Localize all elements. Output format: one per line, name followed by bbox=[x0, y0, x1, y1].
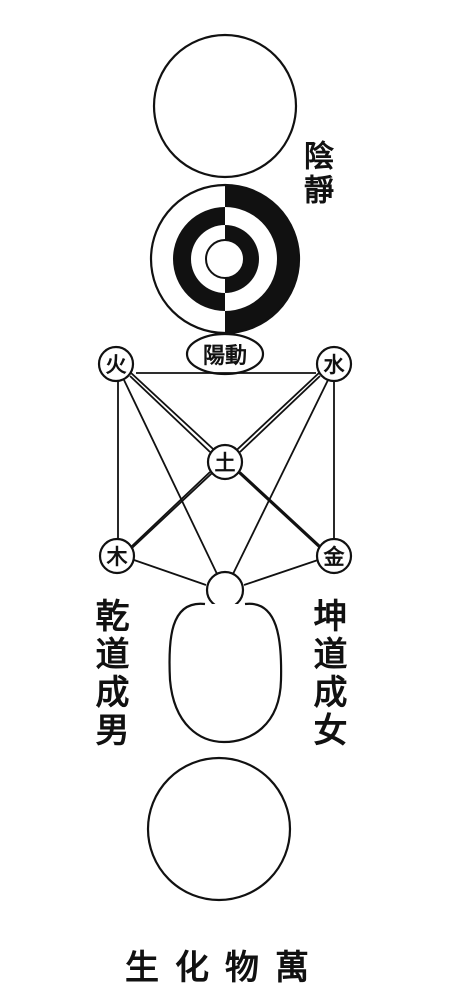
fire-circle bbox=[97, 345, 135, 383]
yang-dong-ellipse bbox=[185, 332, 265, 376]
kun-dao-label: 坤道成女 bbox=[307, 598, 347, 750]
qian-kun-egg bbox=[168, 602, 283, 744]
wood-circle bbox=[98, 537, 136, 575]
metal-circle bbox=[315, 537, 353, 575]
water-circle bbox=[315, 345, 353, 383]
wanwu-circle bbox=[146, 756, 292, 902]
yin-yang-circle bbox=[149, 183, 301, 335]
metal-label: 金 bbox=[323, 544, 346, 569]
junction-circle bbox=[205, 570, 245, 610]
earth-label: 土 bbox=[215, 450, 236, 475]
yang-dong-label: 陽動 bbox=[203, 343, 247, 369]
yin-jing-label: 陰靜 bbox=[298, 140, 333, 208]
earth-circle bbox=[206, 443, 244, 481]
wood-label: 木 bbox=[106, 544, 129, 569]
wuji-circle bbox=[152, 33, 298, 179]
qian-dao-label: 乾道成男 bbox=[89, 598, 129, 750]
fire-label: 火 bbox=[106, 352, 127, 377]
water-label: 水 bbox=[324, 352, 346, 377]
caption: 生化物萬 bbox=[125, 948, 325, 988]
